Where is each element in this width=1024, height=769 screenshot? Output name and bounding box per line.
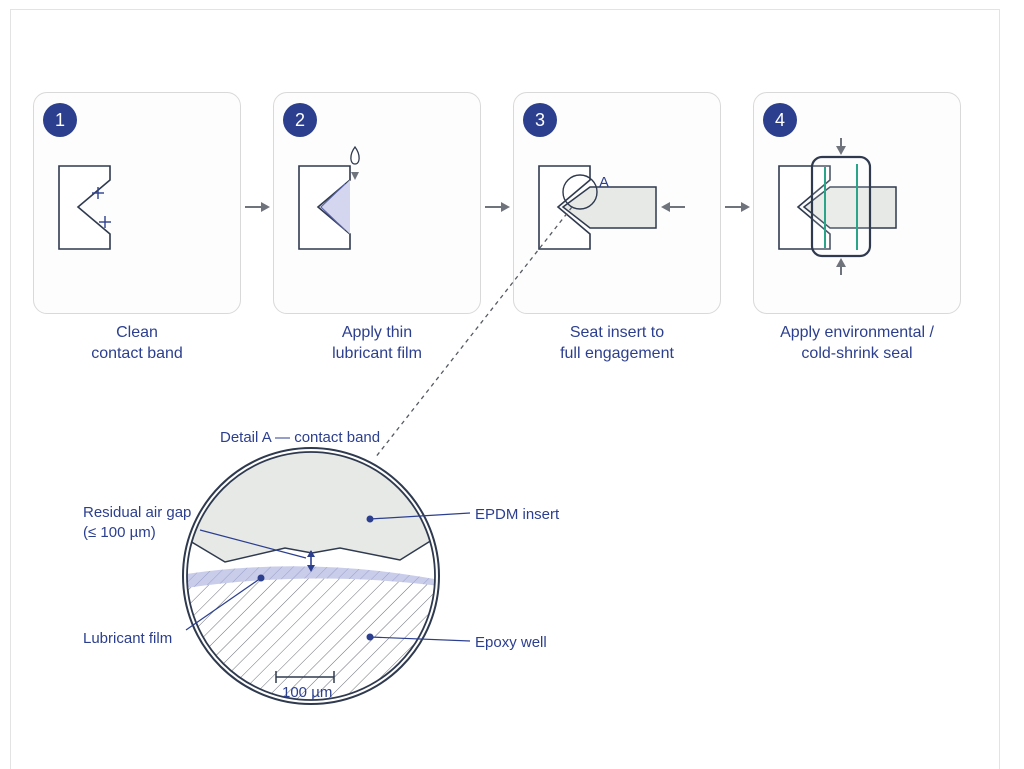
step-number-badge: 3	[523, 103, 557, 137]
detail-a-view: 100 µm	[182, 447, 471, 705]
step4-seal-drawing	[778, 138, 897, 275]
detail-inner-ring	[186, 451, 436, 701]
gap-arrow-up-icon	[307, 550, 315, 557]
lubricant-layer	[187, 566, 435, 588]
compress-arrow-icon	[836, 258, 846, 267]
step-number-badge: 1	[43, 103, 77, 137]
step-caption-2: Apply thin lubricant film	[257, 322, 497, 364]
epdm-insert-label: EPDM insert	[475, 506, 560, 523]
detail-leader-line	[374, 206, 573, 459]
lubricant-film-label: Lubricant film	[83, 630, 172, 647]
caption-line: Seat insert to	[569, 324, 665, 341]
compress-arrow-icon	[836, 146, 846, 155]
step-caption-3: Seat insert to full engagement	[497, 322, 737, 364]
arrow-down-icon	[351, 172, 359, 180]
caption-line: Clean	[116, 324, 158, 341]
socket-body	[538, 165, 591, 250]
air-gap-sublabel: (≤ 100 µm)	[83, 524, 156, 541]
step1-socket-drawing	[58, 165, 111, 250]
epdm-insert-region	[187, 452, 435, 563]
gap-arrow-down-icon	[307, 565, 315, 572]
epoxy-well	[187, 570, 435, 700]
detail-marker-label: A	[599, 174, 609, 191]
step-number-badge: 2	[283, 103, 317, 137]
socket-body	[58, 165, 111, 250]
caption-line: cold-shrink seal	[801, 345, 913, 362]
step3-assembly-drawing: A	[538, 165, 685, 250]
cold-shrink-sleeve	[810, 155, 872, 258]
process-diagram: A	[58, 138, 897, 705]
step-caption-4: Apply environmental / cold-shrink seal	[737, 322, 977, 364]
caption-line: lubricant film	[332, 345, 422, 362]
lubricant-film	[322, 180, 350, 234]
scale-bar-label: 100 µm	[282, 684, 332, 701]
detail-title: Detail A — contact band	[220, 429, 380, 446]
clean-mark-icon	[92, 187, 111, 228]
caption-line: Apply thin	[341, 324, 413, 341]
step-arrow-3-4	[725, 202, 750, 212]
step-arrow-2-3	[485, 202, 510, 212]
step-caption-1: Clean contact band	[17, 322, 257, 364]
socket-body	[778, 165, 831, 250]
epoxy-well-label: Epoxy well	[475, 634, 547, 651]
air-gap-label: Residual air gap	[83, 504, 191, 521]
caption-line: contact band	[91, 345, 183, 362]
step-arrow-1-2	[245, 202, 270, 212]
detail-callout-circle	[562, 174, 598, 210]
step-number-badge: 4	[763, 103, 797, 137]
epdm-insert	[561, 186, 657, 229]
caption-line: Apply environmental /	[780, 324, 934, 341]
socket-body	[298, 165, 351, 250]
figure-frame	[10, 9, 1000, 769]
push-arrow-icon	[661, 202, 670, 212]
droplet-icon	[350, 145, 360, 165]
step2-socket-drawing	[298, 145, 360, 250]
caption-line: full engagement	[560, 345, 674, 362]
